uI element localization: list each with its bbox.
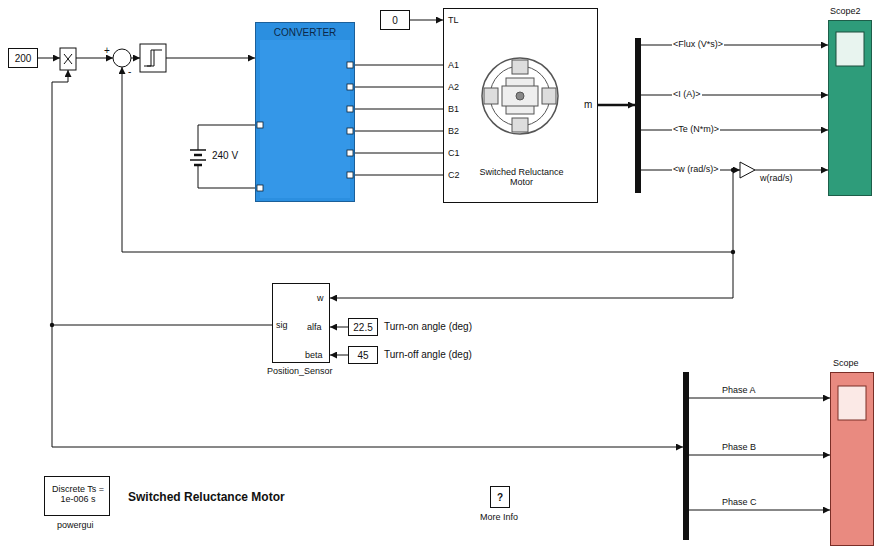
demux-bar [683, 372, 689, 540]
port-label: m [584, 99, 592, 111]
block-label: 45 [349, 350, 377, 362]
scope-fill [830, 372, 874, 546]
signal-label: <Flux (V*s)> [672, 40, 724, 50]
port-label: beta [305, 350, 323, 360]
block-label: Scope [833, 358, 859, 368]
edge-layer [330, 20, 443, 355]
signal-label: Turn-off angle (deg) [384, 349, 472, 360]
signal-label: + [104, 45, 110, 56]
signal-label: w(rad/s) [760, 174, 793, 184]
connection-wire [410, 20, 443, 21]
block-label: TL [448, 15, 459, 25]
block-label: w [317, 293, 324, 303]
port-label: C2 [448, 170, 460, 180]
block-label: 22.5 [349, 322, 377, 334]
scope-fill [828, 20, 872, 196]
signal-label: <w (rad/s)> [672, 165, 720, 175]
connection-wire [330, 355, 348, 356]
powergui-block: Discrete Ts = 1e-006 spowergui [44, 476, 110, 516]
constant-block: 22.5 [348, 318, 378, 336]
block-label: ? [491, 492, 509, 504]
bus-selector [635, 38, 641, 193]
port-icons [257, 62, 353, 191]
connection-wire [355, 131, 443, 132]
block-label: Discrete Ts = 1e-006 s [47, 484, 109, 505]
dc-source [190, 150, 206, 165]
scope-screen [836, 32, 864, 66]
port-label: powergui [57, 520, 94, 530]
signal-label: Phase B [722, 443, 756, 453]
constant-block: 45 [348, 346, 378, 364]
position-sensor-block: walfabetasigPosition_Sensor [272, 283, 330, 363]
sum-block [113, 49, 131, 67]
signal-wires [38, 45, 830, 510]
port-label: A1 [448, 60, 459, 70]
signal-label: 240 V [212, 150, 238, 161]
port-label: alfa [307, 322, 322, 332]
port-label: sig [276, 320, 288, 330]
connection-wire [355, 175, 443, 176]
port-label: More Info [480, 512, 518, 522]
signal-label: <I (A)> [672, 90, 702, 100]
constant-block: 200 [8, 48, 38, 68]
motor-block: TL A1A2B1B2C1C2 mSwitched Reluctance Motor [443, 8, 598, 203]
port-label: B1 [448, 104, 459, 114]
scope-block: Scope2 [828, 20, 872, 196]
converter-block: CONVERTER [255, 22, 355, 202]
signal-label: - [128, 66, 131, 77]
connection-wire [355, 65, 443, 66]
motor-fill [443, 8, 598, 203]
connection-wire [330, 327, 348, 328]
port-label: B2 [448, 126, 459, 136]
relay-symbol [144, 50, 162, 66]
scope-screen [838, 386, 866, 420]
constant-block: 0 [380, 10, 410, 30]
signal-label: Turn-on angle (deg) [384, 321, 472, 332]
motor-icon [482, 58, 558, 134]
port-label: Position_Sensor [267, 366, 333, 376]
product-block [60, 48, 76, 70]
port-label: Switched Reluctance Motor [474, 167, 569, 188]
junction-dots [50, 168, 735, 327]
port-label: C1 [448, 148, 460, 158]
converter-shade [260, 40, 350, 198]
info-block: ?More Info [490, 486, 510, 508]
model-title: Switched Reluctance Motor [128, 491, 285, 504]
relay-block [140, 44, 166, 72]
signal-label: <Te (N*m)> [672, 125, 720, 135]
block-label: CONVERTER [256, 27, 354, 39]
block-label: Scope2 [830, 6, 861, 16]
connection-wire [355, 153, 443, 154]
connection-wire [355, 109, 443, 110]
converter-fill [255, 22, 355, 202]
signal-label: Phase C [722, 498, 757, 508]
scope-block: Scope [830, 372, 874, 546]
block-label: 200 [9, 53, 37, 65]
product-symbol [64, 54, 72, 64]
gain-block [740, 162, 755, 178]
port-label: A2 [448, 82, 459, 92]
signal-label: Phase A [722, 386, 756, 396]
block-label: 0 [381, 15, 409, 27]
connection-wire [355, 87, 443, 88]
